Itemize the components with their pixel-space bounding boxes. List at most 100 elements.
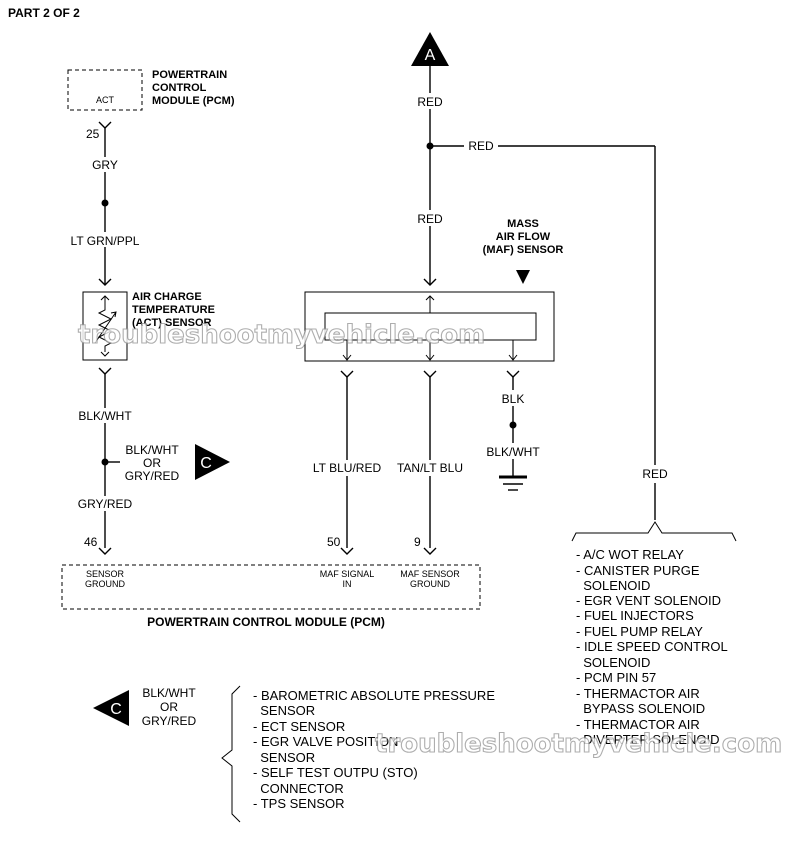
pin-maf-ground-2: GROUND	[410, 579, 450, 589]
red-list-bracket	[571, 521, 737, 542]
pin-sensor-ground-2: GROUND	[85, 579, 125, 589]
splice-dot-4	[509, 421, 517, 429]
act-inner-up-arrow	[100, 295, 110, 305]
red-list-item: - CANISTER PURGE	[576, 563, 700, 578]
wire-red-label-3: RED	[417, 212, 443, 226]
maf-title-1: MASS	[507, 218, 539, 230]
pcm-bottom-module: SENSOR GROUND MAF SIGNAL IN MAF SENSOR G…	[61, 564, 481, 610]
maf-power-arrow	[423, 278, 437, 286]
splice-dot	[101, 199, 109, 207]
legend-c-bracket	[221, 685, 241, 823]
wire-red-label-4: RED	[642, 467, 668, 481]
wire-lt-grn-ppl-label: LT GRN/PPL	[71, 234, 140, 248]
wire-blk-wht-label: BLK/WHT	[78, 409, 132, 423]
act-sensor-title-1: AIR CHARGE	[132, 291, 202, 303]
wire-red-label-2: RED	[468, 139, 494, 153]
pin-46-fork	[98, 547, 112, 555]
pcm-top-pin-name: ACT	[96, 95, 115, 105]
legend-c-letter: C	[110, 701, 122, 718]
act-sensor-title-2: TEMPERATURE	[132, 304, 215, 316]
branch-wire-label-1: BLK/WHT	[125, 443, 179, 457]
wire-blk-label: BLK	[502, 392, 525, 406]
red-list-item: SOLENOID	[576, 578, 650, 593]
act-sensor-title-3: (ACT) SENSOR	[132, 317, 212, 329]
connector-c-letter: C	[200, 455, 212, 472]
act-circuit	[98, 121, 112, 286]
legend-c-item: - EGR VALVE POSITION	[253, 734, 398, 749]
red-list-item: DIVERTER SOLENOID	[576, 732, 720, 747]
legend-c-item: - BAROMETRIC ABSOLUTE PRESSURE	[253, 688, 495, 703]
pcm-top-module: ACT POWERTRAIN CONTROL MODULE (PCM)	[67, 69, 235, 111]
act-lower-wires	[98, 367, 120, 555]
maf-pointer-arrow-icon	[516, 270, 530, 284]
red-list-item: - FUEL PUMP RELAY	[576, 624, 703, 639]
maf-sensor	[304, 291, 555, 362]
branch-wire-label-2: OR	[143, 456, 161, 470]
legend-c-list: - BAROMETRIC ABSOLUTE PRESSURE SENSOR - …	[253, 688, 495, 811]
pcm-top-title-3: MODULE (PCM)	[152, 95, 235, 107]
legend-c-flag: C	[93, 690, 129, 726]
wire-red-label-1: RED	[417, 95, 443, 109]
pin-50-number: 50	[327, 535, 341, 549]
branch-wire-label-3: GRY/RED	[125, 469, 180, 483]
act-sensor-box	[82, 291, 128, 361]
pin-9-number: 9	[414, 535, 421, 549]
act-sensor	[82, 291, 128, 361]
red-list-item: - THERMACTOR AIR	[576, 686, 700, 701]
page-label: PART 2 OF 2	[8, 6, 80, 20]
red-list: - A/C WOT RELAY - CANISTER PURGE SOLENOI…	[576, 547, 728, 747]
act-top-arrow	[98, 278, 112, 286]
legend-c-item: - TPS SENSOR	[253, 796, 345, 811]
wire-tan-lt-blu-label: TAN/LT BLU	[397, 461, 463, 475]
pcm-top-title-1: POWERTRAIN	[152, 69, 227, 81]
maf-output-wires	[340, 370, 520, 555]
ground-icon	[499, 475, 527, 491]
legend-c-item: - ECT SENSOR	[253, 719, 345, 734]
pin-50-fork	[340, 547, 354, 555]
red-list-item: - A/C WOT RELAY	[576, 547, 684, 562]
pin-maf-signal-1: MAF SIGNAL	[320, 569, 375, 579]
maf-title-2: AIR FLOW	[496, 231, 551, 243]
pin-46-number: 46	[84, 535, 98, 549]
legend-c-item: - SELF TEST OUTPU (STO)	[253, 765, 418, 780]
connector-a-arrow-icon	[411, 32, 449, 66]
legend-c-wire-2: OR	[160, 700, 178, 714]
wire-gry-red-label: GRY/RED	[78, 497, 133, 511]
legend-c-item: CONNECTOR	[253, 781, 344, 796]
connector-c-arrow-icon	[195, 444, 230, 480]
pin-9-fork	[423, 547, 437, 555]
pin-25-number: 25	[86, 127, 100, 141]
power-wires	[423, 66, 656, 520]
legend-c-item: SENSOR	[253, 750, 315, 765]
pin-maf-signal-2: IN	[343, 579, 352, 589]
maf-inner-up-arrow	[425, 295, 435, 313]
pin-maf-ground-1: MAF SENSOR	[400, 569, 460, 579]
watermark-top: troubleshootmyvehicle.com	[78, 320, 485, 350]
connector-a-letter: A	[425, 47, 436, 64]
pcm-top-box	[67, 69, 143, 111]
act-inner-down-arrow	[100, 351, 110, 357]
red-list-item: - EGR VENT SOLENOID	[576, 593, 721, 608]
red-list-item: - IDLE SPEED CONTROL	[576, 639, 728, 654]
red-list-item: - FUEL INJECTORS	[576, 608, 694, 623]
connector-c-flag: C	[195, 444, 230, 480]
legend-c-wire-1: BLK/WHT	[142, 686, 196, 700]
pin-sensor-ground-1: SENSOR	[86, 569, 125, 579]
pcm-bottom-title: POWERTRAIN CONTROL MODULE (PCM)	[147, 615, 385, 629]
thermistor-slash	[94, 311, 117, 344]
red-list-item: SOLENOID	[576, 655, 650, 670]
red-list-item: - PCM PIN 57	[576, 670, 656, 685]
wire-lt-blu-red-label: LT BLU/RED	[313, 461, 382, 475]
connector-a-flag: A	[411, 32, 449, 66]
legend-c-wire-3: GRY/RED	[142, 714, 197, 728]
red-list-item: - THERMACTOR AIR	[576, 717, 700, 732]
legend-c-item: SENSOR	[253, 703, 315, 718]
watermark-bottom: troubleshootmyvehicle.com	[375, 729, 782, 759]
maf-title-3: (MAF) SENSOR	[483, 244, 564, 256]
wire-gry-label: GRY	[92, 158, 118, 172]
red-list-item: BYPASS SOLENOID	[576, 701, 705, 716]
maf-sensor-box	[304, 291, 555, 362]
pcm-top-title-2: CONTROL	[152, 82, 207, 94]
pin-25-fork	[98, 121, 112, 129]
